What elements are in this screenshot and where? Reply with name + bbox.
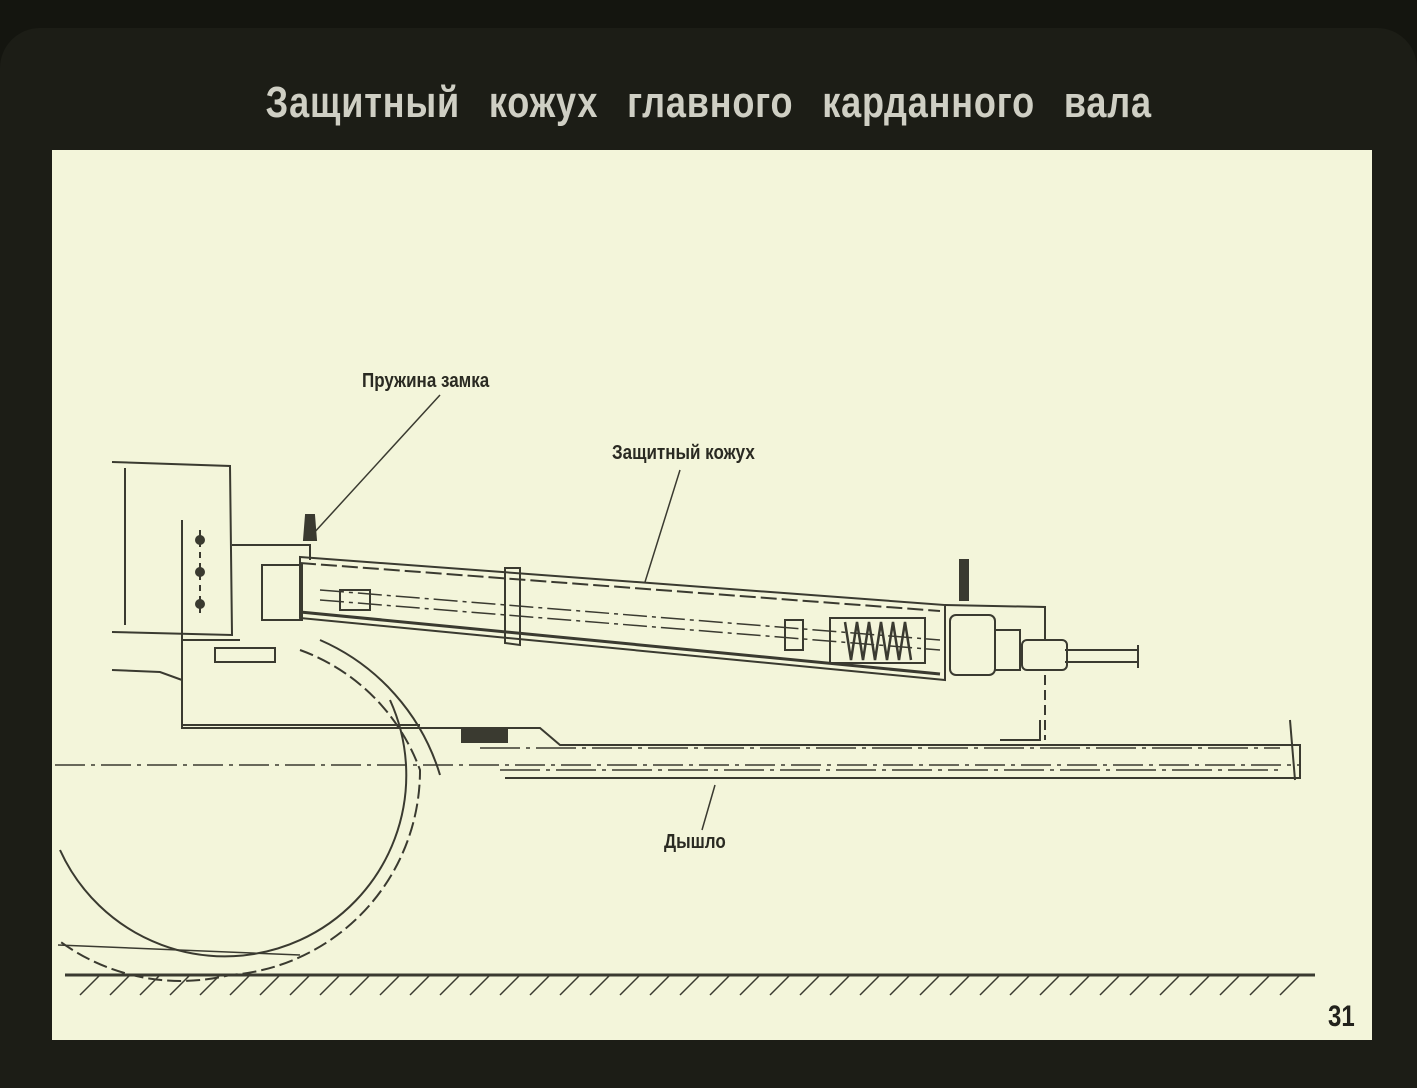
leader-lock-spring <box>311 394 441 536</box>
shaft-end <box>944 604 1139 740</box>
leader-protective-cover <box>644 469 681 583</box>
label-protective-cover: Защитный кожух <box>612 442 755 464</box>
lock-bolts <box>302 514 969 601</box>
leader-drawbar <box>701 784 716 831</box>
frame-bracket <box>111 461 470 729</box>
drawbar <box>460 719 1301 781</box>
diagram-panel <box>52 150 1372 1040</box>
wheel <box>57 639 441 982</box>
page-number: 31 <box>1328 1000 1355 1033</box>
ground-line <box>65 973 1315 996</box>
label-lock-spring: Пружина замка <box>362 370 490 392</box>
slide-title: Защитный кожух главного карданного вала <box>265 78 1152 127</box>
lock-spring-coil <box>829 617 926 664</box>
label-drawbar: Дышло <box>664 831 726 853</box>
